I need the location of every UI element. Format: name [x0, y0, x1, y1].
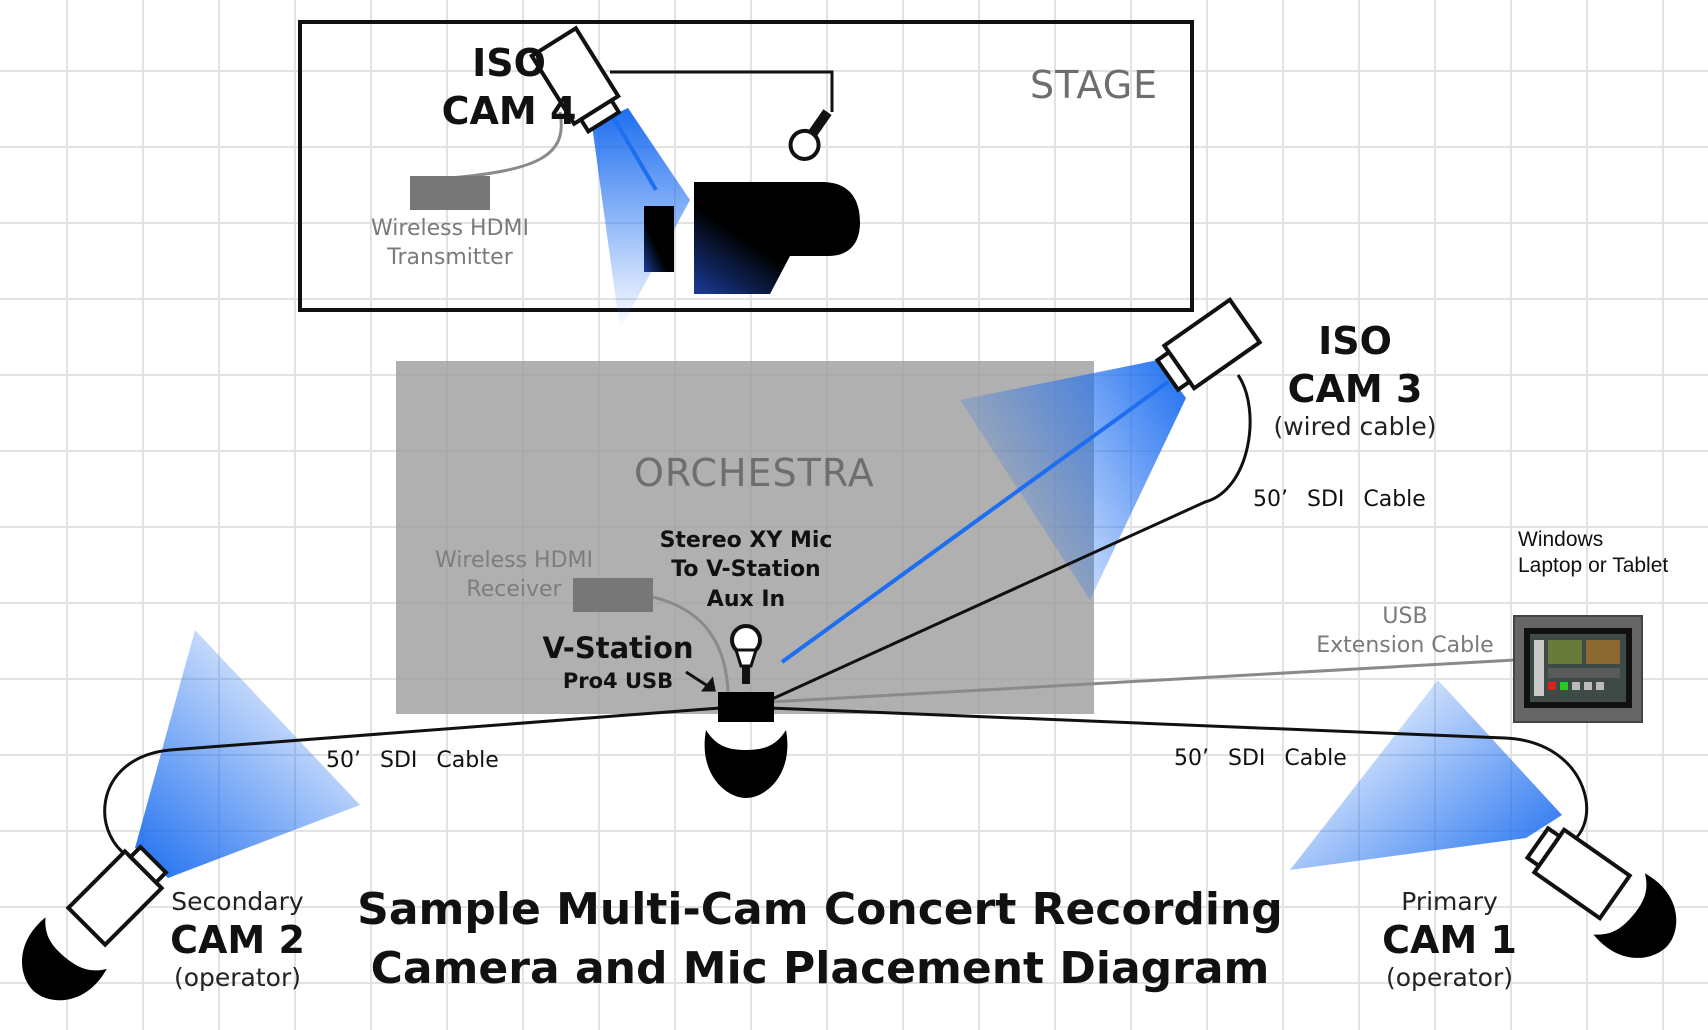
laptop-label-line2: Laptop or Tablet — [1518, 554, 1669, 578]
cam1-label-role: Primary — [1401, 887, 1498, 916]
cam3-label-name: CAM 3 — [1287, 366, 1423, 411]
cam1-label: Primary CAM 1 (operator) — [1362, 887, 1537, 993]
stage-microphone-icon — [788, 109, 832, 161]
cam2-camera — [65, 844, 169, 948]
cam3-label: ISO CAM 3 (wired cable) — [1255, 319, 1455, 442]
cam1-label-note: (operator) — [1385, 963, 1514, 993]
receiver-label: Wireless HDMI Receiver — [424, 548, 604, 603]
transmitter-label: Wireless HDMI Transmitter — [362, 216, 538, 271]
cam3-cable-label: 50’ SDI Cable — [1253, 487, 1426, 512]
cam1-beam — [1290, 680, 1562, 870]
diagram-title-line2: Camera and Mic Placement Diagram — [370, 943, 1270, 995]
receiver-device — [573, 578, 653, 612]
laptop-icon — [1513, 615, 1643, 723]
xy-mic-label: Stereo XY Mic To V-Station Aux In — [650, 528, 842, 612]
laptop-label: Windows Laptop or Tablet — [1518, 528, 1668, 578]
cam3-camera — [1154, 296, 1263, 393]
cam2-beam — [135, 630, 360, 878]
cam4-camera — [528, 25, 622, 135]
usb-cable-label-line2: Extension Cable — [1316, 633, 1494, 659]
usb-cable-label: USB Extension Cable — [1300, 604, 1510, 659]
vstation-device — [718, 692, 774, 722]
director-operator-icon — [704, 730, 788, 798]
cam3-aim-line — [780, 380, 1170, 664]
cam2-label-role: Secondary — [171, 887, 304, 916]
vstation-pointer-arrow — [685, 670, 716, 692]
cam1-cable-label: 50’ SDI Cable — [1174, 746, 1347, 771]
cam1-sdi-cable — [769, 706, 1589, 847]
cam1-operator-icon — [1593, 873, 1677, 958]
vstation-label-name: V-Station — [542, 631, 694, 665]
usb-cable-label-line1: USB — [1382, 604, 1428, 629]
cam4-label: ISO CAM 4 — [404, 41, 614, 133]
stage-mic-cable — [610, 70, 834, 112]
transmitter-device — [410, 176, 490, 210]
cam3-beam — [960, 360, 1186, 600]
transmitter-label-line2: Transmitter — [387, 245, 513, 271]
cam3-sdi-cable — [769, 374, 1252, 702]
cam2-label: Secondary CAM 2 (operator) — [150, 887, 325, 993]
xy-mic-label-line1: Stereo XY Mic — [659, 528, 833, 553]
cam2-sdi-cable — [103, 706, 721, 862]
cam2-operator-icon — [22, 917, 107, 1001]
cam2-cable-label: 50’ SDI Cable — [326, 748, 499, 773]
diagram-title-line1: Sample Multi-Cam Concert Recording — [357, 884, 1283, 935]
stage-label: STAGE — [1030, 63, 1159, 107]
cam2-label-note: (operator) — [173, 963, 302, 993]
cam4-label-name: CAM 4 — [441, 88, 577, 133]
stage-area — [298, 20, 1194, 312]
vstation-label: V-Station Pro4 USB — [538, 631, 698, 694]
cam1-label-name: CAM 1 — [1382, 917, 1517, 962]
cam3-label-iso: ISO — [1318, 319, 1392, 363]
laptop-label-line1: Windows — [1518, 528, 1604, 551]
cam4-beam — [592, 108, 690, 330]
orchestra-label: ORCHESTRA — [634, 451, 875, 495]
diagram-title: Sample Multi-Cam Concert Recording Camer… — [340, 880, 1300, 999]
receiver-label-line1: Wireless HDMI — [435, 548, 593, 573]
transmitter-hdmi-cable — [449, 111, 563, 180]
usb-extension-cable — [769, 658, 1516, 704]
cam4-aim-line — [610, 113, 658, 192]
cam1-camera — [1524, 825, 1633, 922]
transmitter-label-line1: Wireless HDMI — [371, 216, 529, 241]
cam2-label-name: CAM 2 — [170, 917, 305, 962]
receiver-label-line2: Receiver — [466, 577, 562, 603]
piano-bench — [644, 206, 674, 272]
cam3-label-note: (wired cable) — [1273, 412, 1437, 442]
piano-icon — [694, 182, 860, 294]
xy-mic-label-line3: Aux In — [706, 586, 786, 612]
xy-mic-label-line2: To V-Station — [671, 557, 821, 583]
cam4-label-iso: ISO — [472, 41, 546, 85]
vstation-label-model: Pro4 USB — [562, 669, 674, 694]
stereo-xy-mic-icon — [730, 624, 762, 684]
